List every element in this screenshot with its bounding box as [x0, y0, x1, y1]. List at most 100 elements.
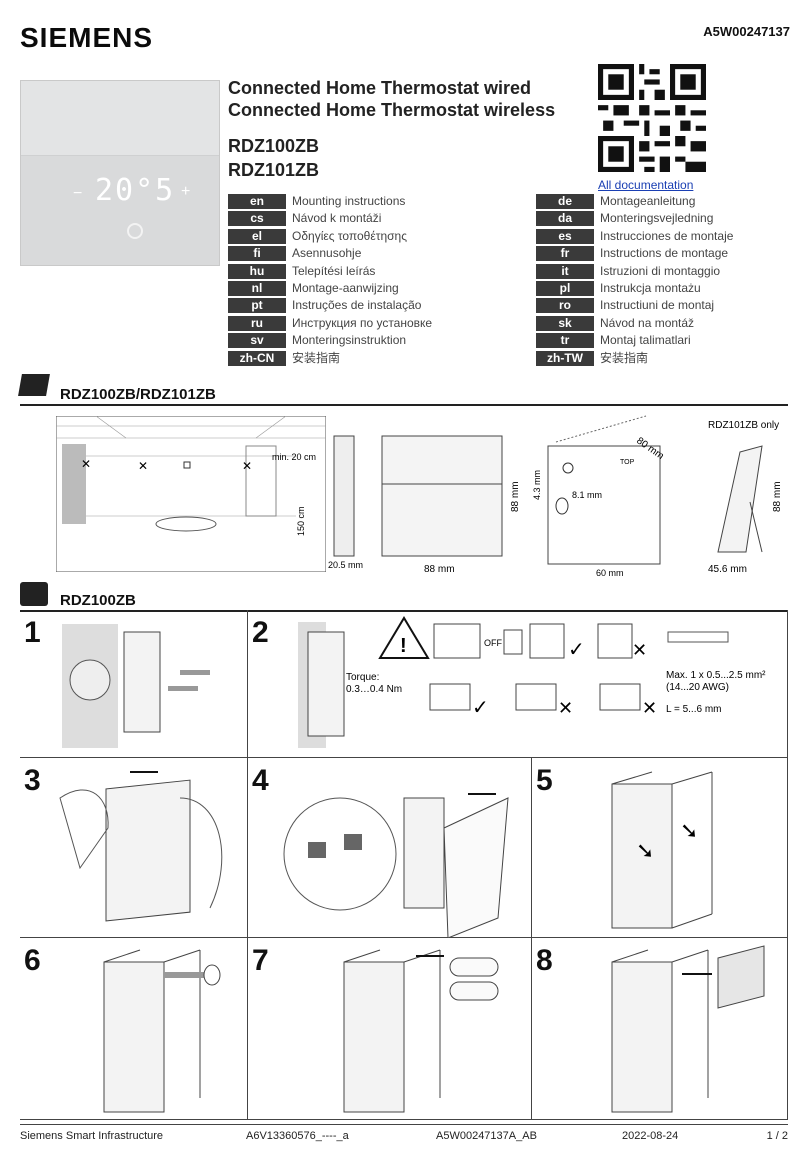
- front-width-label: 88 mm: [424, 564, 455, 575]
- plus-icon: +: [181, 183, 191, 200]
- language-title: Mounting instructions: [292, 194, 406, 208]
- torque-label: Torque:: [346, 672, 379, 683]
- wire-spec: Max. 1 x 0.5...2.5 mm²: [666, 670, 766, 681]
- language-code: hu: [228, 263, 286, 279]
- model-rdz100zb: RDZ100ZB: [228, 136, 320, 156]
- language-row-pl: pl Instrukcja montażu: [536, 281, 796, 298]
- footer-company: Siemens Smart Infrastructure: [20, 1130, 164, 1142]
- stand-height-label: 88 mm: [772, 481, 783, 512]
- plate-width-label: 60 mm: [596, 568, 624, 578]
- section-install-title: RDZ100ZB: [60, 592, 136, 609]
- model-rdz101zb: RDZ101ZB: [228, 160, 320, 180]
- language-code: pt: [228, 298, 286, 314]
- svg-text:✕: ✕: [642, 698, 657, 718]
- step-2: 2 ! OFF ✓ ✕ ✓ ✕ ✕ Torque: 0.3…0.4 Nm Max…: [248, 610, 788, 758]
- language-title: Instrukcja montażu: [600, 281, 701, 295]
- language-code: fr: [536, 246, 594, 262]
- language-row-sv: sv Monteringsinstruktion: [228, 333, 488, 350]
- language-title: Monteringsinstruktion: [292, 333, 407, 348]
- language-row-ro: ro Instructiuni de montaj: [536, 298, 796, 315]
- back-plate-drawing: 80 mm TOP 8.1 mm 4.3 mm 60 mm: [532, 415, 666, 578]
- language-code: pl: [536, 281, 594, 296]
- language-code: ru: [228, 315, 286, 331]
- room-placement-illustration: ✕ ✕ ✕ min. 20 cm 150 cm: [56, 416, 326, 572]
- section-divider: [20, 404, 788, 406]
- language-title: Návod k montáži: [292, 211, 382, 226]
- step-1: 1: [20, 610, 248, 758]
- svg-text:✕: ✕: [138, 459, 148, 473]
- strip-length: L = 5...6 mm: [666, 704, 721, 715]
- all-documentation-link[interactable]: All documentation: [598, 178, 694, 192]
- footer-divider: [20, 1124, 788, 1125]
- footer-date: 2022-08-24: [622, 1130, 679, 1142]
- language-row-zh-CN: zh-CN 安装指南: [228, 350, 488, 368]
- side-view-drawing: 20.5 mm: [328, 435, 363, 570]
- stand-only-label: RDZ101ZB only: [708, 420, 779, 431]
- language-code: zh-TW: [536, 350, 594, 366]
- step-6: 6: [20, 938, 248, 1120]
- brand-logo: SIEMENS: [20, 22, 154, 53]
- language-code: ro: [536, 298, 594, 314]
- svg-text:✕: ✕: [558, 698, 573, 718]
- language-title: Návod na montáž: [600, 315, 695, 330]
- language-title: 安装指南: [292, 350, 341, 365]
- svg-text:✕: ✕: [81, 457, 91, 471]
- svg-text:➘: ➘: [636, 838, 654, 863]
- footer-ref1: A6V13360576_----_a: [246, 1130, 349, 1142]
- title-wireless: Connected Home Thermostat wireless: [228, 100, 556, 120]
- stand-drawing: RDZ101ZB only 88 mm 45.6 mm: [708, 420, 783, 575]
- language-title: Инструкция по установке: [292, 315, 433, 330]
- language-code: sk: [536, 315, 594, 331]
- language-code: cs: [228, 211, 286, 227]
- step-7: 7: [248, 938, 532, 1120]
- step-5: 5 ➘ ➘: [532, 758, 788, 938]
- language-row-sk: sk Návod na montáž: [536, 315, 796, 333]
- hole-offset-label: 4.3 mm: [532, 470, 542, 500]
- power-icon: [127, 223, 143, 239]
- svg-text:✕: ✕: [242, 459, 252, 473]
- language-row-en: en Mounting instructions: [228, 194, 488, 211]
- stand-width-label: 45.6 mm: [708, 564, 747, 575]
- ruler-icon: [18, 374, 50, 396]
- front-height-label: 88 mm: [510, 481, 521, 512]
- language-title: Telepítési leírás: [292, 263, 376, 278]
- document-id: A5W00247137: [703, 24, 790, 39]
- height-label: 150 cm: [296, 506, 306, 536]
- language-code: it: [536, 263, 594, 279]
- footer-page: 1 / 2: [766, 1130, 788, 1142]
- step-4: 4: [248, 758, 532, 939]
- language-code: sv: [228, 333, 286, 349]
- depth-label: 20.5 mm: [328, 560, 363, 570]
- language-row-ru: ru Инструкция по установке: [228, 315, 488, 333]
- language-code: fi: [228, 246, 286, 262]
- language-row-hu: hu Telepítési leírás: [228, 263, 488, 281]
- language-code: da: [536, 211, 594, 227]
- language-title: Montaj talimatlari: [600, 333, 691, 348]
- language-code: nl: [228, 281, 286, 296]
- step-3: 3: [20, 758, 248, 938]
- display-temperature: 20°5: [95, 173, 176, 208]
- min-distance-label: min. 20 cm: [272, 452, 316, 462]
- language-row-tr: tr Montaj talimatlari: [536, 333, 796, 350]
- title-wired: Connected Home Thermostat wired: [228, 78, 532, 98]
- section-divider: [20, 610, 788, 612]
- svg-text:➘: ➘: [680, 818, 698, 843]
- language-code: tr: [536, 333, 594, 349]
- language-title: Instructiuni de montaj: [600, 298, 715, 313]
- wrench-icon: [20, 582, 48, 606]
- language-title: Montageanleitung: [600, 194, 696, 208]
- language-row-nl: nl Montage-aanwijzing: [228, 281, 488, 298]
- language-code: zh-CN: [228, 350, 286, 366]
- language-code: en: [228, 194, 286, 209]
- top-label: TOP: [620, 459, 635, 466]
- footer-ref2: A5W00247137A_AB: [436, 1130, 537, 1142]
- language-title: Montage-aanwijzing: [292, 281, 399, 295]
- hole-size-label: 8.1 mm: [572, 490, 602, 500]
